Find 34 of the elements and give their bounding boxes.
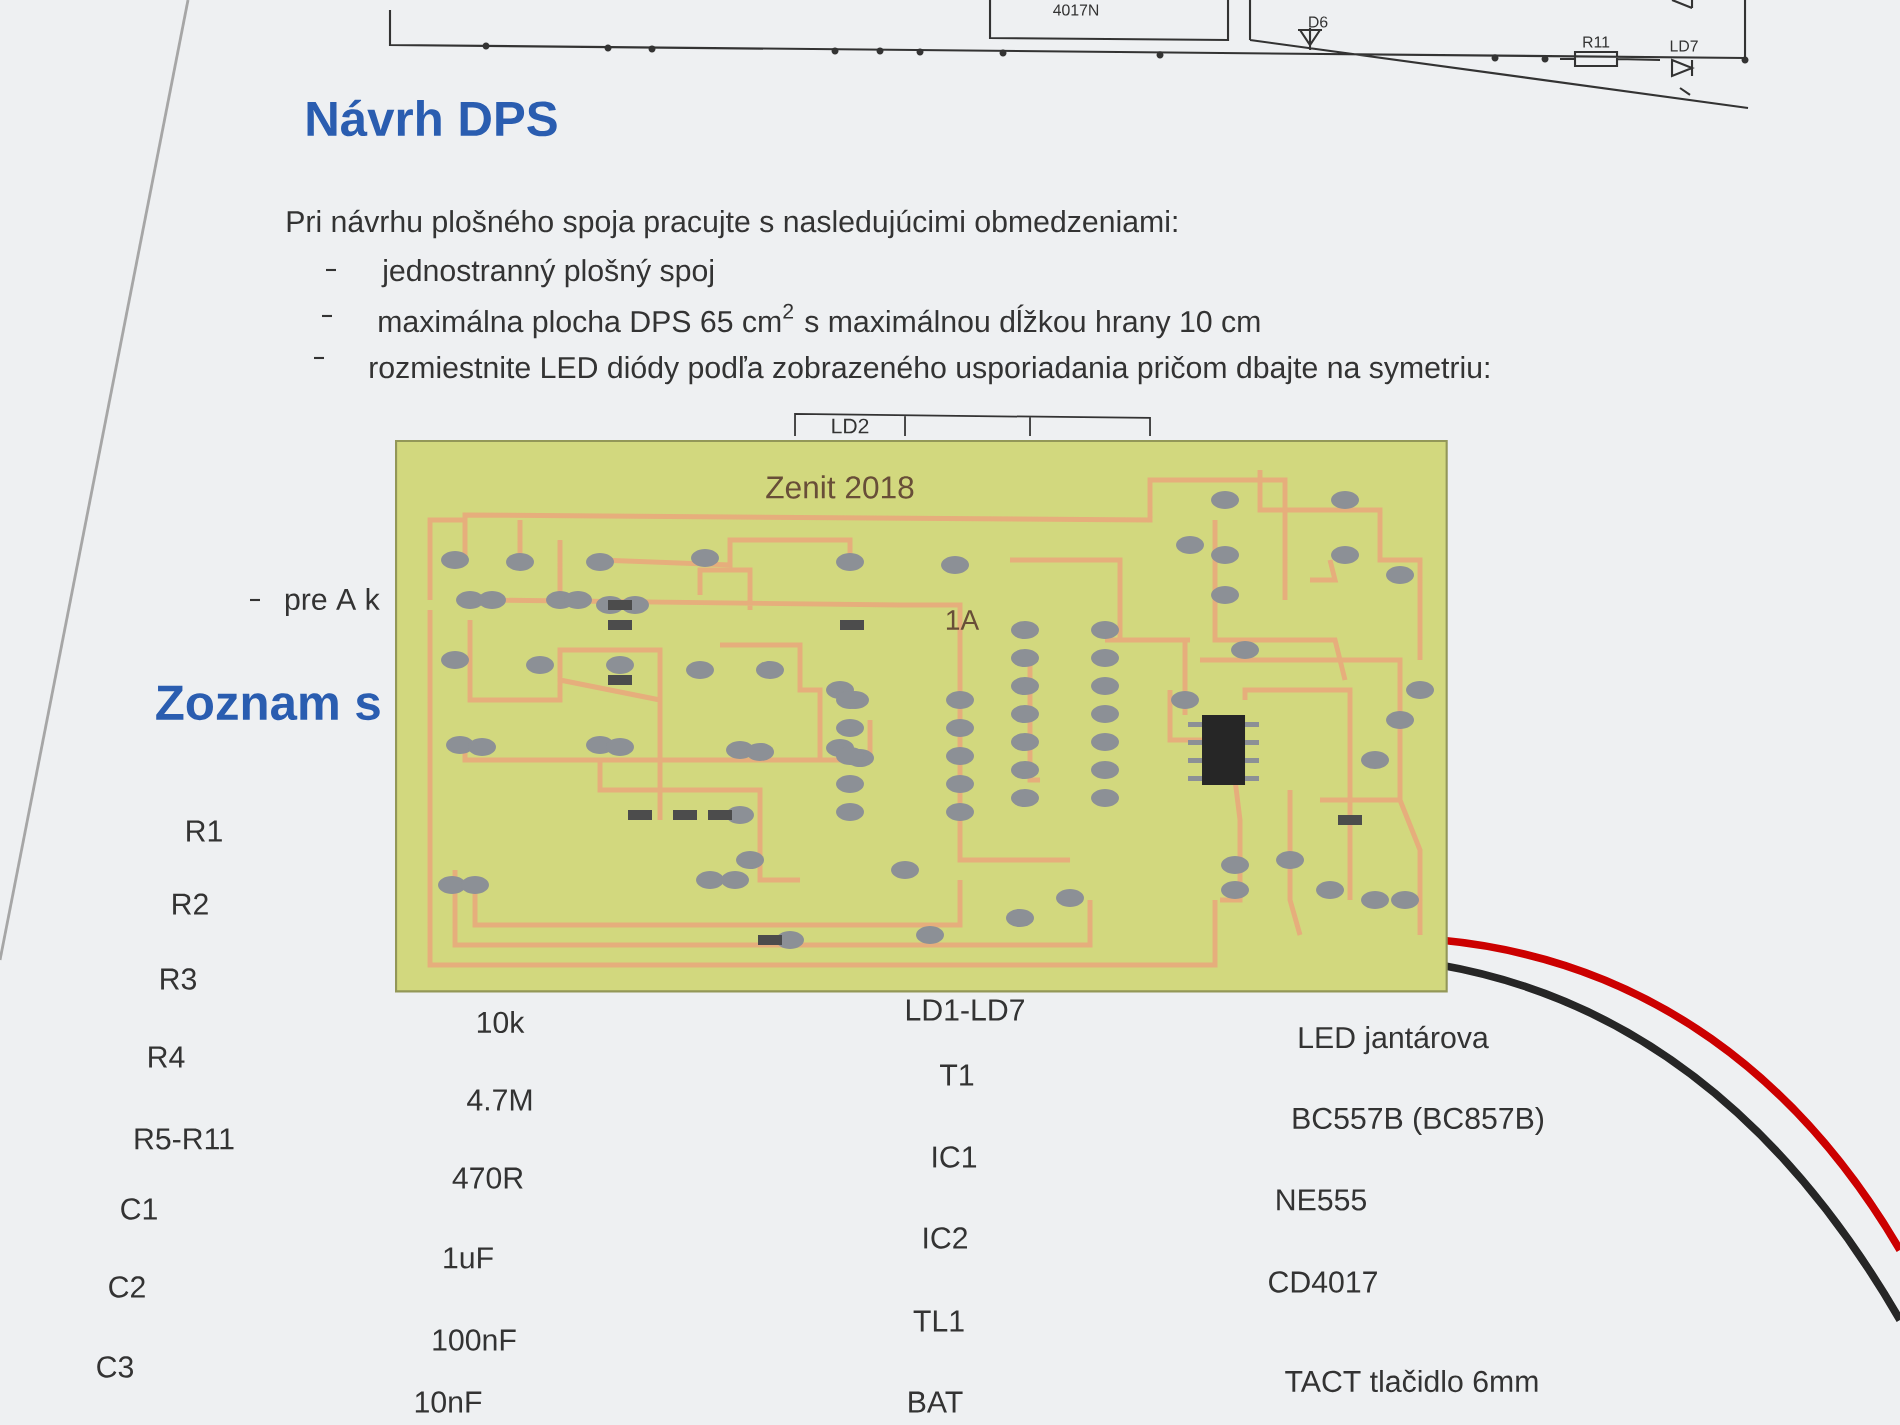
table-cell: BAT [909, 1391, 963, 1413]
table-cell: TACT tlačidlo 6mm [1285, 1369, 1538, 1393]
table-cell: 100nF [433, 1329, 516, 1351]
schematic-label: R11 [1583, 36, 1610, 48]
table-cell: BC557B (BC857B) [1293, 1106, 1543, 1136]
table-cell: R5-R11 [135, 1128, 234, 1150]
table-cell: IC1 [933, 1146, 977, 1168]
table-cell: IC2 [924, 1227, 967, 1249]
board-label: Zenit 2018 [766, 475, 914, 499]
list-item: rozmiestnite LED diódy podľa zobrazeného usporiadania pričom dbajte na symetriu: [370, 355, 1489, 385]
table-cell: CD4017 [1269, 1271, 1377, 1293]
table-cell: 470R [452, 1167, 523, 1189]
table-cell: 1uF [444, 1247, 493, 1269]
body-text: Pri návrhu plošného spoja pracujte s nasledujúcimi obmedzeniami: [287, 209, 1177, 239]
board-label: 1A [946, 610, 980, 630]
table-cell: R2 [173, 893, 208, 915]
section-heading: Návrh DPS [307, 99, 557, 137]
list-item: jednostranný plošný spoj [381, 258, 713, 288]
table-cell: R4 [149, 1046, 185, 1068]
schematic-label: LD7 [1670, 40, 1698, 52]
schematic-label: D6 [1309, 16, 1328, 28]
table-cell: C2 [109, 1276, 145, 1298]
table-cell: C1 [121, 1198, 157, 1220]
table-cell: 10nF [415, 1391, 482, 1413]
table-cell: R1 [187, 820, 222, 842]
table-cell: R3 [161, 968, 196, 990]
table-cell: NE555 [1277, 1189, 1366, 1211]
table-cell: TL1 [913, 1310, 964, 1332]
table-cell: 4.7M [467, 1089, 532, 1111]
table-cell: T1 [940, 1064, 974, 1086]
table-cell: C3 [97, 1356, 133, 1378]
list-item: maximálna plocha DPS 65 cm$^{2}$ s maximálnou dĺžkou hrany 10 cm [379, 303, 1260, 339]
schematic-label: 4017N [1053, 4, 1099, 16]
table-cell: LED jantárova [1299, 1025, 1489, 1055]
